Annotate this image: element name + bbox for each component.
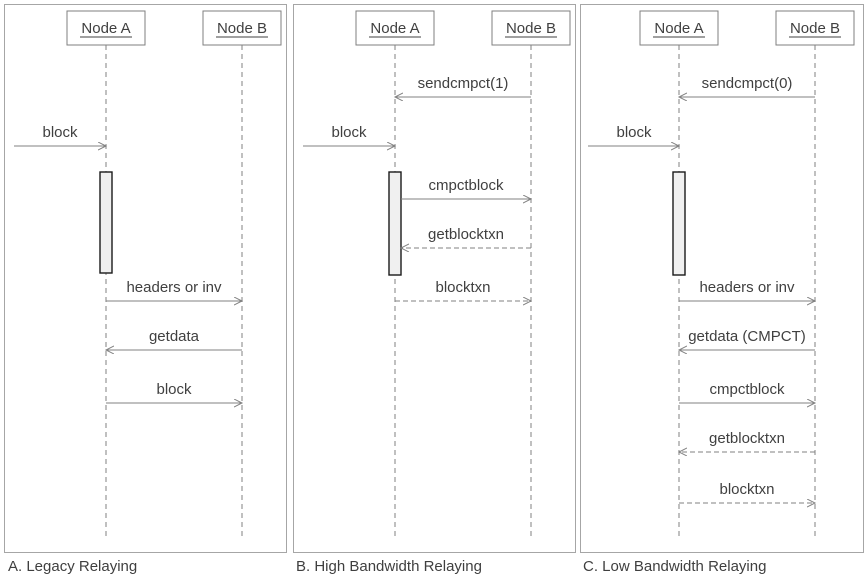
- panel-legacy-relaying: Node A Node B block headers or inv getda…: [4, 4, 287, 553]
- message-label: blocktxn: [719, 481, 774, 498]
- message-label: getdata (CMPCT): [688, 328, 806, 345]
- panel-high-bandwidth-relaying: Node A Node B sendcmpct(1) block cmpctbl…: [293, 4, 576, 553]
- actor-box-node-b: [491, 10, 571, 46]
- activation-bar-node-a: [388, 171, 402, 276]
- message-label: getblocktxn: [428, 226, 504, 243]
- panel-low-bandwidth-svg: Node A Node B sendcmpct(0) block headers…: [588, 10, 855, 540]
- message-label: cmpctblock: [709, 381, 785, 398]
- panel-legacy-svg: Node A Node B block headers or inv getda…: [14, 10, 282, 540]
- message-label: blocktxn: [435, 279, 490, 296]
- actor-label-node-a: Node A: [654, 20, 703, 37]
- message-label: getdata: [149, 328, 200, 345]
- actor-box-node-a: [355, 10, 435, 46]
- actor-label-node-b: Node B: [217, 20, 267, 37]
- message-label: sendcmpct(1): [418, 75, 509, 92]
- message-label: headers or inv: [126, 279, 222, 296]
- actor-label-node-a: Node A: [370, 20, 419, 37]
- message-label: block: [156, 381, 192, 398]
- actor-box-node-a: [639, 10, 719, 46]
- message-label: block: [331, 124, 367, 141]
- actor-box-node-b: [202, 10, 282, 46]
- activation-bar-node-a: [99, 171, 113, 274]
- message-label: block: [42, 124, 78, 141]
- actor-box-node-b: [775, 10, 855, 46]
- actor-label-node-b: Node B: [506, 20, 556, 37]
- caption-legacy-relaying: A. Legacy Relaying: [8, 558, 138, 575]
- message-label: headers or inv: [699, 279, 795, 296]
- panel-high-bandwidth-svg: Node A Node B sendcmpct(1) block cmpctbl…: [303, 10, 571, 540]
- message-label: getblocktxn: [709, 430, 785, 447]
- actor-label-node-b: Node B: [790, 20, 840, 37]
- caption-high-bandwidth-relaying: B. High Bandwidth Relaying: [296, 558, 482, 575]
- message-label: block: [616, 124, 652, 141]
- actor-label-node-a: Node A: [81, 20, 130, 37]
- caption-low-bandwidth-relaying: C. Low Bandwidth Relaying: [583, 558, 767, 575]
- message-label: cmpctblock: [428, 177, 504, 194]
- panel-low-bandwidth-relaying: Node A Node B sendcmpct(0) block headers…: [580, 4, 864, 553]
- actor-box-node-a: [66, 10, 146, 46]
- message-label: sendcmpct(0): [702, 75, 793, 92]
- activation-bar-node-a: [672, 171, 686, 276]
